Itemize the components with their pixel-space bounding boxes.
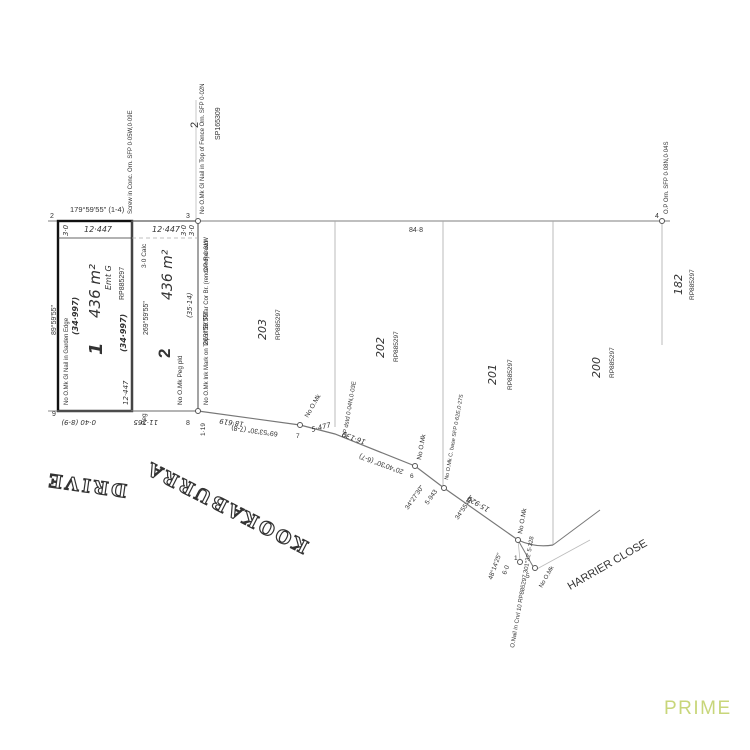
dim-top-right: 84·8 — [409, 227, 423, 234]
lot203-plan: RP885297 — [275, 309, 282, 340]
lot202-plan: RP885297 — [393, 331, 400, 362]
lot1-area: 436 m² — [86, 264, 104, 318]
top-bearing: 179°59'55" (1-4) — [70, 205, 125, 214]
arc1-dist: 18·619 — [218, 417, 244, 428]
corner-label-5: 5 — [526, 573, 530, 580]
arc2-mark: No O.Mk — [304, 393, 323, 419]
road-frontage-curve — [197, 410, 554, 547]
arc4-bearing: 34°27'30" — [403, 483, 426, 511]
lot1-left-dist: (34·997) — [71, 297, 80, 335]
arc3-dist: 16·139 — [340, 430, 366, 446]
mark-circle — [412, 463, 418, 469]
arc4-note: No O.Mk C. base SFP 0·62E,0·27S — [444, 394, 465, 481]
corner-label-3: 3 — [186, 213, 190, 220]
corner-label-8: 8 — [186, 420, 190, 427]
lot1-right-dist: (34·997) — [119, 314, 128, 352]
corner-label-4: 4 — [655, 213, 659, 220]
harrier-close-line-b — [552, 509, 601, 546]
lot2-peg: No O.Mk Peg pld — [177, 355, 184, 405]
arc6-mark: No O.Mk — [539, 565, 557, 589]
mark-circle — [517, 559, 523, 565]
left-bottom-dist: 0·40 (8-9) — [61, 418, 96, 426]
road-name-harrier: HARRIER CLOSE — [566, 537, 650, 592]
lot1-easement-plan: RP885297 — [119, 267, 126, 300]
lot1-corner-note: No O.Mk Gl Nail in Garden Edge — [64, 317, 70, 405]
lot2-right-dist: (35·14) — [186, 292, 194, 318]
road-name-drive: DRIVE — [45, 468, 129, 500]
corner-label-9: 9 — [52, 411, 56, 418]
mark-circle — [441, 485, 447, 491]
road-name-kookaburra: KOOKABURRA — [142, 456, 312, 557]
arc3-bearing: 20°40'30" (6-7) — [358, 452, 405, 475]
mark-circle — [195, 218, 201, 224]
lot201-number: 201 — [486, 364, 499, 385]
harrier-close-line-a — [517, 539, 536, 571]
dim-30-calc: 3·0 Calc — [141, 243, 148, 268]
ink-note: No O.Mk Ink Mark on Top of Br. Pillar Co… — [204, 237, 210, 405]
harrier-close-line-d — [517, 539, 521, 561]
arc3-mark: No O.Mk — [416, 433, 427, 460]
corner3-note: No O.Mk Gl Nail in Top of Fence Orn. SFP… — [200, 84, 206, 215]
dim-30a: 3·0 — [62, 224, 70, 236]
arc3-op: OP dstd 0·04N,0·03E — [342, 381, 358, 438]
mark-circle — [532, 565, 538, 571]
dim-30b: 3·0 — [180, 224, 188, 236]
lot200-plan: RP885297 — [609, 347, 616, 378]
lot201-plan: RP885297 — [507, 359, 514, 390]
brand-logo: PRIME — [664, 698, 732, 719]
lot1-number: 1 — [86, 342, 107, 355]
lot1-left-bearing: 89°59'55" — [50, 305, 58, 335]
screw-note: Screw in Conc. Orn. SFP 0·05W,0·09E — [128, 110, 134, 214]
lot2-op: OP Renwd — [203, 240, 210, 272]
lot1-inner-bearing: 269°59'55" — [142, 301, 150, 335]
lot2-bottom: 11·265 — [133, 418, 158, 426]
top-lot-plan: SP165309 — [215, 107, 222, 140]
corner-label-2: 2 — [50, 213, 54, 220]
harrier-close-line-c — [534, 539, 591, 571]
left-peg: Peg — [141, 413, 148, 425]
road-name-harrier-text: HARRIER CLOSE — [566, 537, 650, 592]
lot2-right-bearing: 269°59'55" — [202, 311, 210, 345]
arc1-bearing: 69°53'30" (7-8) — [231, 424, 278, 438]
lot182-plan: RP885297 — [689, 269, 696, 300]
lot1-easement: Emt G — [104, 265, 113, 290]
corner-label-1: 1 — [514, 555, 518, 562]
corner-label-6: 6 — [410, 473, 414, 480]
arc6-note: O.Nail in Cnrl 10 RP885297 301°32' 5·328 — [510, 535, 536, 648]
arc6-dist: 6·0 — [501, 564, 511, 576]
arc6-bearing: 48°14'25" — [486, 551, 503, 581]
lot203-number: 203 — [256, 319, 269, 340]
dim-30c: 3·0 — [188, 224, 196, 236]
dim-1-19: 1·19 — [200, 423, 207, 436]
mark-circle — [515, 537, 521, 543]
mark-circle — [195, 408, 201, 414]
mark-circle — [659, 218, 665, 224]
lot200-number: 200 — [590, 357, 603, 378]
arc5-mark: No O.Mk — [517, 507, 528, 534]
dim-top-lot2: 12·447 — [152, 225, 181, 234]
lot182-number: 182 — [672, 274, 685, 295]
lot2-number: 2 — [155, 349, 174, 358]
corner-label-7: 7 — [296, 433, 300, 440]
arc4-dist: 5·943 — [424, 488, 439, 506]
lot202-number: 202 — [374, 337, 387, 358]
mark-circle — [297, 422, 303, 428]
lot1-bottom: 12·447 — [122, 380, 130, 405]
lot2-area: 436 m² — [160, 249, 176, 300]
dim-top-lot1: 12·447 — [84, 225, 113, 234]
corner4-note: O.P Orn. SFP 0·08N,0·04S — [664, 142, 670, 214]
top-lot-number: 2 — [189, 122, 201, 128]
